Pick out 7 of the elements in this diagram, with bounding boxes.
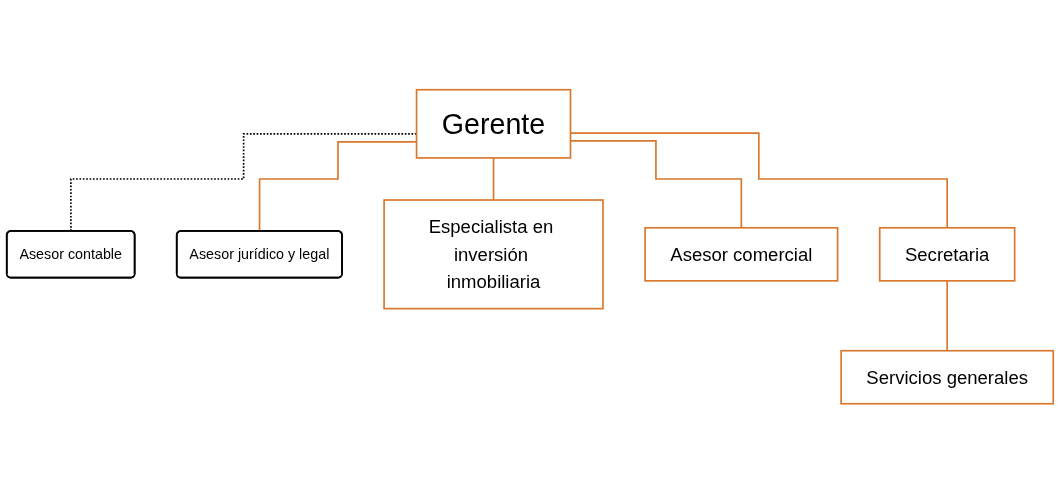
- node-box: Asesor comercial: [644, 227, 839, 282]
- node-box: Especialista en inversión inmobiliaria: [383, 199, 604, 310]
- node-box: Servicios generales: [840, 350, 1055, 405]
- connector: [492, 157, 495, 202]
- connector: [946, 280, 948, 352]
- node-box: Secretaria: [878, 227, 1016, 282]
- node-box: Gerente: [415, 89, 572, 159]
